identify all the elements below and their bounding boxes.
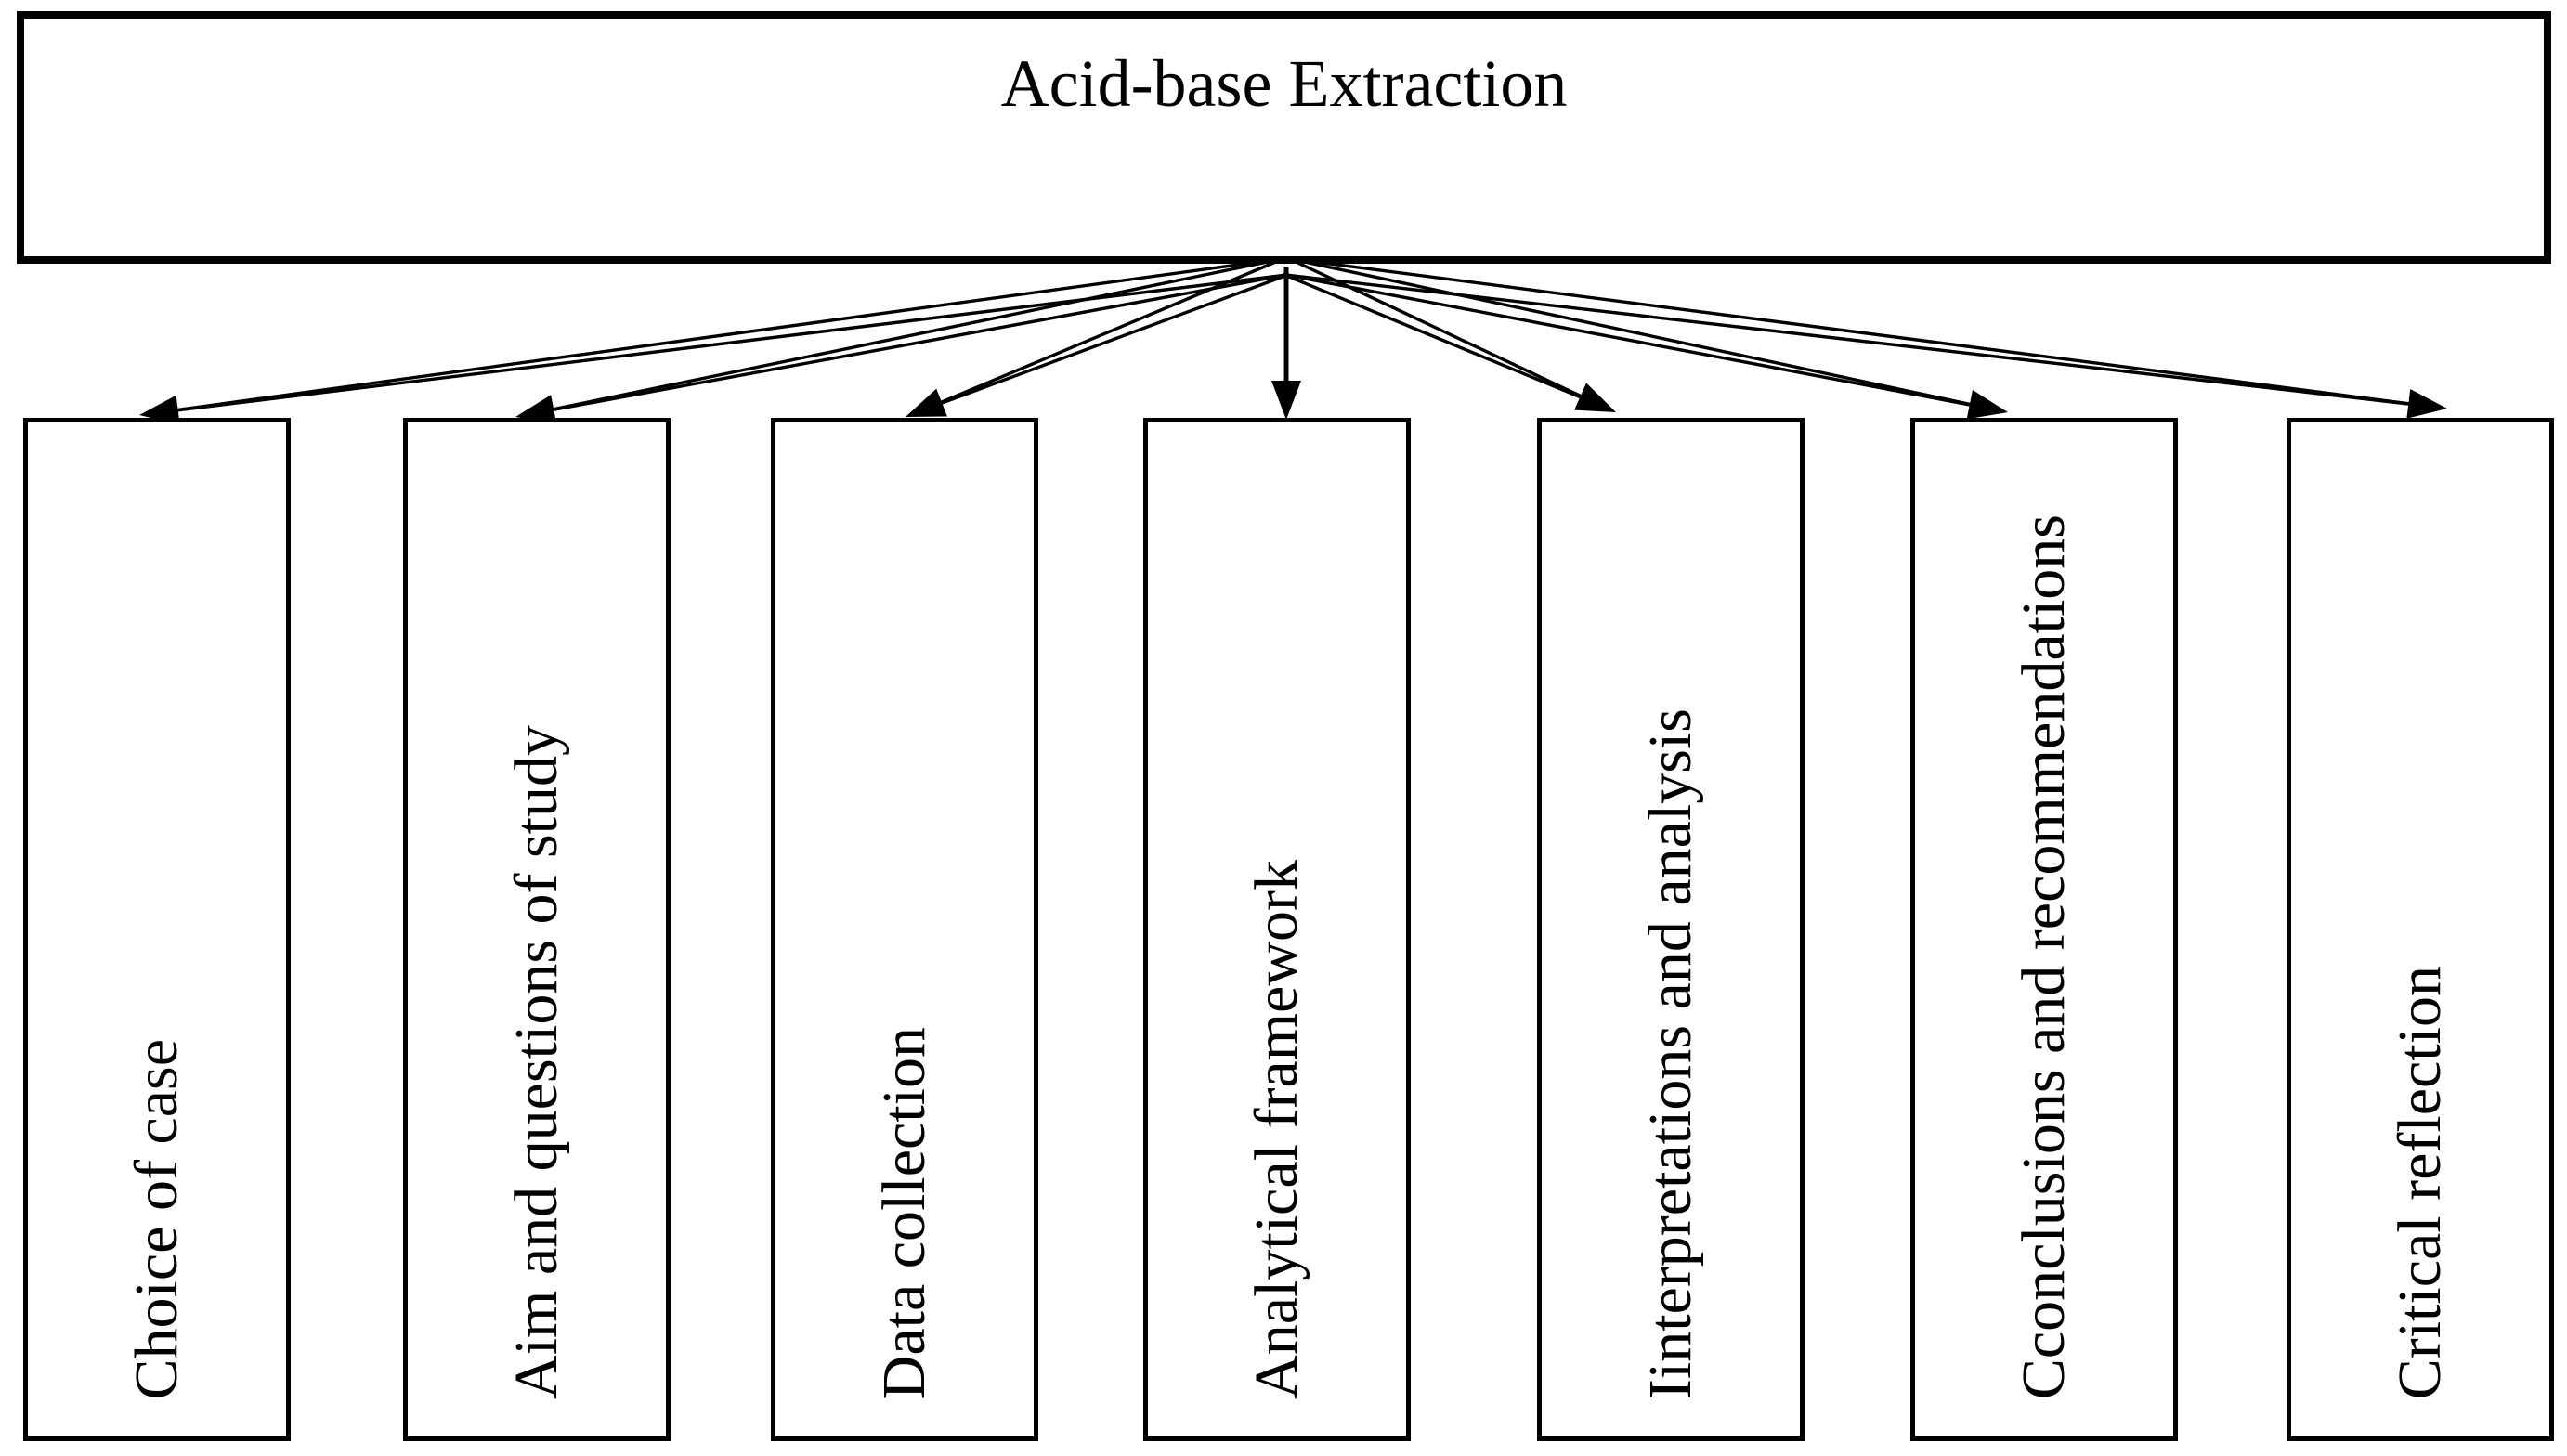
node-label: Data collection [870, 1026, 938, 1399]
arrowhead-icon [1271, 381, 1301, 420]
arrow-7 [1284, 256, 2447, 419]
root-node-box: Acid-base Extraction [17, 11, 2551, 264]
arrowhead-icon [2406, 389, 2447, 419]
node-box-analytical-framework: Analytical framework [1143, 418, 1411, 1441]
node-label: Critical reflection [2386, 965, 2454, 1399]
node-label: Choice of case [123, 1038, 190, 1400]
arrowhead-icon [906, 388, 947, 417]
arrow-1 [139, 256, 1288, 425]
node-box-data-collection: Data collection [771, 418, 1038, 1441]
node-label: Aim and questions of study [502, 725, 570, 1399]
node-box-interpretations-analysis: Iinterpretations and analysis [1537, 418, 1805, 1441]
node-label: Cconclusions and recommendations [2010, 514, 2078, 1399]
node-box-choice-of-case: Choice of case [23, 418, 291, 1441]
node-label: Iinterpretations and analysis [1636, 708, 1704, 1399]
arrow-3 [906, 257, 1290, 417]
node-label: Analytical framework [1243, 860, 1310, 1399]
arrow-2 [515, 256, 1289, 424]
node-box-critical-reflection: Critical reflection [2287, 418, 2554, 1441]
arrow-5 [1282, 257, 1616, 412]
node-box-conclusions-recommendations: Cconclusions and recommendations [1910, 418, 2178, 1441]
root-node-label: Acid-base Extraction [1000, 46, 1568, 121]
node-box-aim-and-questions: Aim and questions of study [403, 418, 671, 1441]
arrow-6 [1284, 256, 2008, 420]
arrowhead-icon [1574, 383, 1616, 412]
arrowhead-icon [1966, 389, 2008, 420]
arrow-4 [1271, 266, 1301, 420]
